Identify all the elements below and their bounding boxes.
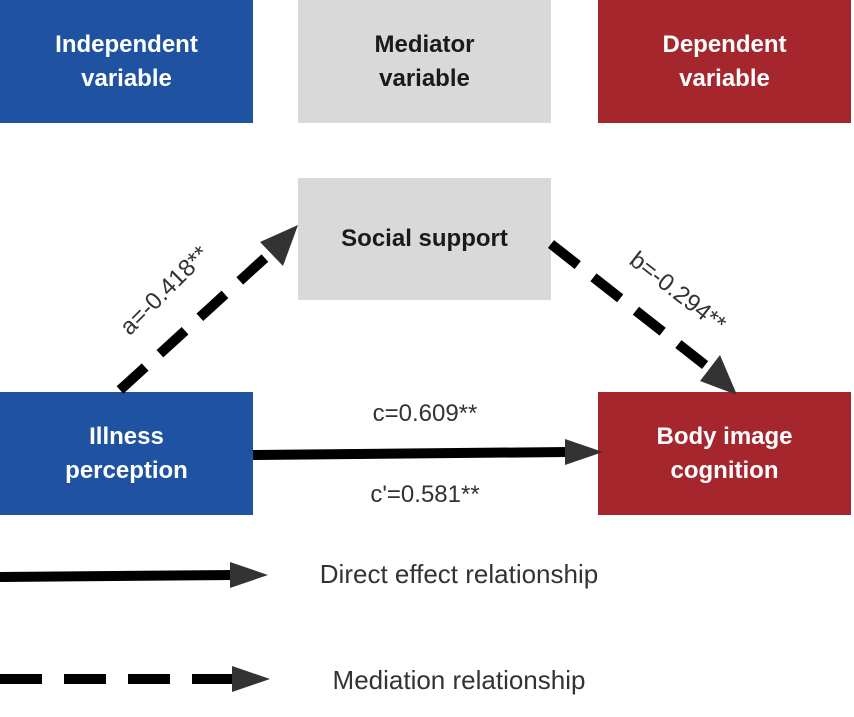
path-c-label: c=0.609** — [373, 400, 478, 427]
path-b-label: b=-0.294** — [624, 246, 731, 338]
path-b-arrow — [547, 240, 723, 380]
independent-variable-legend-box: Independent variable — [0, 0, 253, 123]
direct-effect-legend-label: Direct effect relationship — [320, 559, 598, 589]
mediation-legend-arrowhead — [232, 666, 270, 692]
body-image-cognition-node: Body image cognition — [598, 392, 851, 515]
path-c-arrow — [252, 447, 569, 460]
mediation-legend-label: Mediation relationship — [333, 665, 586, 695]
direct-effect-legend-arrowhead — [230, 562, 268, 588]
path-c-prime-label: c'=0.581** — [370, 481, 479, 508]
path-b-arrowhead — [700, 355, 737, 395]
path-a-arrow — [116, 243, 281, 394]
social-support-node: Social support — [298, 178, 551, 300]
path-a-label: a=-0.418** — [115, 241, 215, 341]
illness-perception-node: Illness perception — [0, 392, 253, 515]
mediator-variable-legend-box: Mediator variable — [298, 0, 551, 123]
path-a-arrowhead — [260, 225, 298, 266]
path-c-arrowhead — [565, 439, 603, 465]
dependent-variable-legend-box: Dependent variable — [598, 0, 851, 123]
direct-effect-legend-line — [0, 570, 236, 582]
